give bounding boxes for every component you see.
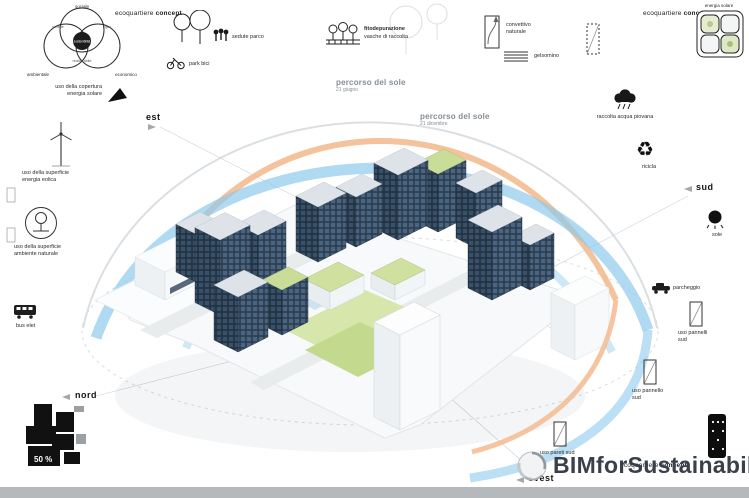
sun-path-winter-title: percorso del sole: [420, 112, 490, 121]
recycle-label: ricicla: [642, 164, 657, 170]
watermark-text: BIMforSustainability: [553, 452, 749, 478]
jasmine-label: gelsomino: [534, 53, 560, 59]
panel-door-icon-mid: [643, 359, 657, 385]
panel-door-icon-high: [689, 301, 703, 327]
bus-label: bus elet: [16, 323, 36, 329]
watermark-logo-icon: [517, 451, 547, 481]
wind-turbine-icon: [50, 122, 72, 167]
margin-sketch-icons: [6, 187, 16, 243]
corner-tag-top-right: ecoquartiere concept: [643, 10, 710, 17]
roof-solar-label: uso della copertura energia solare: [55, 84, 102, 97]
corner-tag-top-left: ecoquartiere concept: [115, 10, 182, 17]
louver-icon: [504, 51, 528, 62]
venn-label-viable: realizzabile: [73, 59, 92, 63]
sun-path-winter-date: 21 dicembre: [420, 121, 448, 127]
panel-door-icon-low: [553, 421, 567, 447]
sun-path-summer-title: percorso del sole: [336, 78, 406, 87]
energy-card-caption: energia solare: [704, 3, 734, 8]
venn-label-social: sociale: [75, 4, 90, 9]
park-seats-label: sedute parco: [232, 34, 264, 40]
recycle-icon: ♻: [636, 139, 654, 161]
south-arrow-icon: [684, 186, 692, 192]
east-arrow-icon: [148, 124, 156, 130]
white-slab-right: [550, 275, 610, 361]
venn-label-sustainable: sostenibilità: [74, 40, 91, 44]
phytodepuration-sub: vasche di raccolta: [364, 34, 409, 40]
natural-environment-label: uso della superficie ambiente naturale: [14, 244, 62, 257]
natural-environment-icon: [25, 207, 57, 239]
site-plan-thumbnail: 50 %: [26, 404, 86, 466]
park-bike-label: park bici: [189, 61, 210, 67]
convective-window-icon: [484, 15, 500, 49]
compass-north: nord: [75, 390, 97, 400]
venn-label-environment: ambientale: [27, 72, 50, 77]
corner-tag-bottom-right: ecoquartiere concept: [620, 462, 687, 469]
green-roof-plinths: [303, 257, 426, 311]
solar-panel-icon: [108, 88, 127, 102]
bus-icon: [14, 305, 36, 319]
plan-percent-label: 50 %: [34, 455, 52, 464]
white-slab-front: [373, 301, 441, 431]
sun-dome: [81, 121, 659, 426]
north-arrow-icon: [62, 394, 70, 400]
rain-cloud-icon: [614, 89, 636, 110]
panel-south-high-label: uso pannelli sud: [678, 330, 708, 343]
park-trees-people-icon: [173, 10, 229, 44]
phytodepuration-icon: [326, 22, 360, 45]
corner-tag-word: ecoquartiere: [115, 10, 154, 17]
sun-path-winter-caption: percorso del sole 21 dicembre: [420, 112, 490, 127]
venn-label-economy: economico: [115, 72, 137, 77]
car-icon: [652, 283, 670, 294]
sun-path-arcs-front: [469, 299, 653, 483]
sun-path-summer-date: 21 giugno: [336, 87, 358, 93]
sun-icon: [706, 210, 724, 229]
ventilation-window-icon: [586, 23, 600, 55]
compass-west: ovest: [528, 473, 555, 483]
bicycle-icon: [166, 57, 185, 70]
venn-label-equitable: equo: [103, 25, 111, 29]
compass-south: sud: [696, 182, 714, 192]
venn-label-bearable: vivibile: [52, 25, 63, 29]
corner-tag-word-bold: concept: [155, 10, 182, 17]
parking-label: parcheggio: [673, 285, 701, 291]
west-arrow-icon: [516, 477, 524, 483]
panel-south-mid-label: uso pannello sud: [632, 388, 664, 401]
rainwater-label: raccolta acqua piovana: [596, 114, 654, 120]
sustainability-venn-diagram: sociale vivibile equo sostenibilità real…: [27, 4, 137, 77]
phytodepuration-title: fitodepurazione: [364, 26, 405, 32]
corner-tag-word-bold: concept: [683, 10, 710, 17]
corner-tag-word: ecoquartiere: [620, 462, 659, 469]
sun-path-summer-caption: percorso del sole 21 giugno: [336, 78, 406, 93]
night-tower-icon: [708, 414, 726, 458]
corner-tag-word-bold: concept: [660, 462, 687, 469]
sun-label: sole: [712, 232, 723, 238]
bottom-bar: [0, 487, 749, 498]
energy-scheme-icon: [696, 10, 744, 58]
faint-tree: [389, 3, 448, 54]
compass-east: est: [146, 112, 161, 122]
wind-energy-label: uso della superficie energia eolica: [22, 170, 70, 183]
tower-block-front: [194, 212, 309, 353]
panel-south-low-label: uso pareti sud: [540, 450, 575, 456]
corner-tag-word: ecoquartiere: [643, 10, 682, 17]
convective-label: convettivo naturale: [506, 22, 531, 35]
